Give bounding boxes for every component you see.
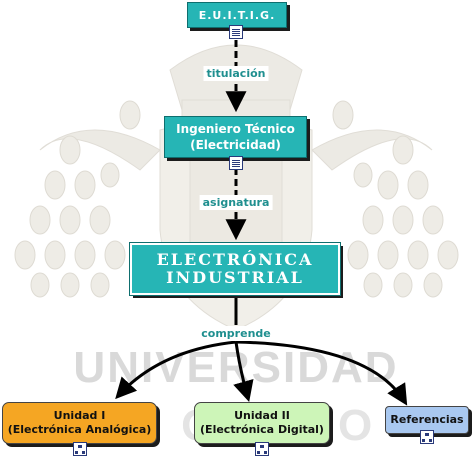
node-referencias-label: Referencias xyxy=(390,413,464,426)
document-icon[interactable] xyxy=(229,25,243,39)
concept-map-icon[interactable] xyxy=(420,430,434,444)
node-ingeniero-tecnico[interactable]: Ingeniero Técnico (Electricidad) xyxy=(164,116,307,158)
link-label-comprende: comprende xyxy=(198,326,274,341)
node-euitig-label: E.U.I.T.I.G. xyxy=(198,8,276,22)
node-electronica-industrial[interactable]: ELECTRÓNICA INDUSTRIAL xyxy=(129,242,341,296)
node-unidad2-line2: (Electrónica Digital) xyxy=(200,423,324,436)
document-icon[interactable] xyxy=(229,156,243,170)
link-label-asignatura: asignatura xyxy=(199,195,273,210)
node-electronica-line2: INDUSTRIAL xyxy=(166,268,304,287)
node-referencias[interactable]: Referencias xyxy=(385,406,469,434)
node-electronica-line1: ELECTRÓNICA xyxy=(156,250,314,269)
node-unidad1-line2: (Electrónica Analógica) xyxy=(7,423,152,436)
node-ingeniero-line1: Ingeniero Técnico xyxy=(176,122,295,136)
concept-map-icon[interactable] xyxy=(73,442,87,456)
node-ingeniero-line2: (Electricidad) xyxy=(190,138,281,152)
node-euitig[interactable]: E.U.I.T.I.G. xyxy=(187,2,287,28)
link-label-titulacion: titulación xyxy=(203,66,269,81)
node-unidad2-line1: Unidad II xyxy=(234,409,290,422)
node-unidad1-line1: Unidad I xyxy=(53,409,106,422)
concept-map-icon[interactable] xyxy=(255,442,269,456)
node-unidad-1[interactable]: Unidad I (Electrónica Analógica) xyxy=(2,402,157,444)
node-unidad-2[interactable]: Unidad II (Electrónica Digital) xyxy=(194,402,330,444)
watermark-university-line: UNIVERSIDAD xyxy=(73,343,398,392)
